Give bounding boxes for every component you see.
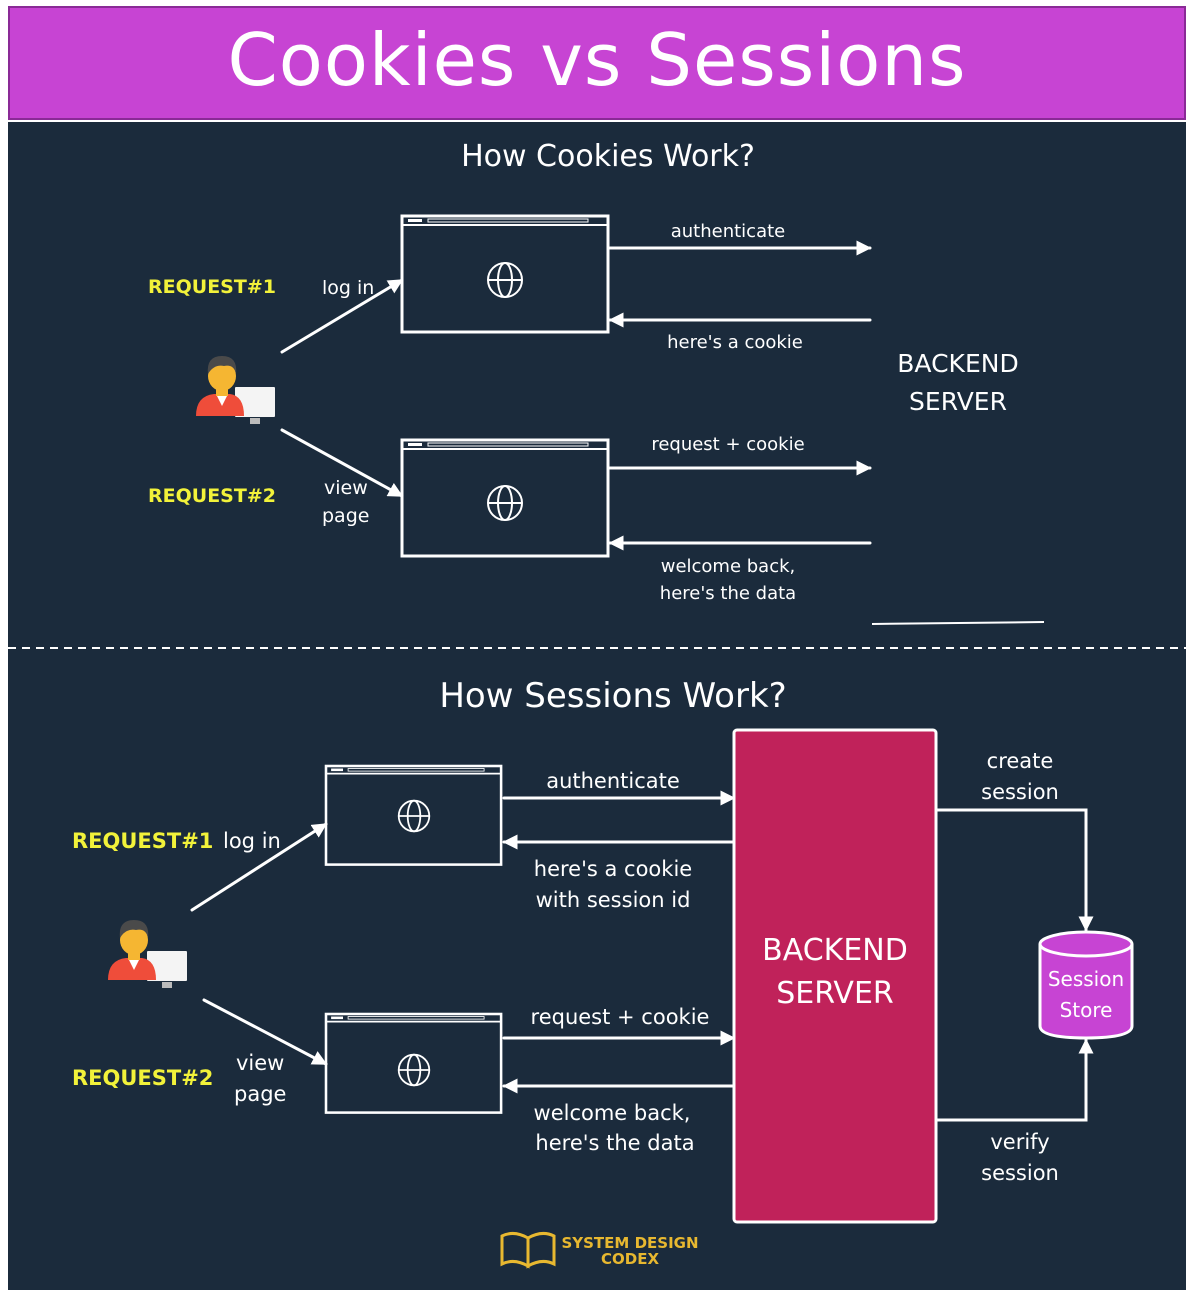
sessions-welcome-label-2: here's the data [535, 1131, 694, 1155]
create-session-label-1: create [987, 749, 1054, 773]
create-session-arrow [934, 808, 1094, 932]
cookies-request-cookie-label: request + cookie [651, 434, 804, 455]
sessions-login-arrow [190, 822, 328, 912]
globe-icon [487, 262, 523, 298]
cookies-request1-label: REQUEST#1 [148, 276, 276, 298]
cookies-login-arrow [280, 278, 404, 354]
cookies-login-label: log in [322, 277, 374, 299]
verify-session-arrow [934, 1038, 1094, 1122]
logo-line-2: CODEX [601, 1250, 659, 1268]
cookies-heading: How Cookies Work? [461, 139, 755, 174]
sessions-backend-server-box [732, 728, 938, 1224]
sessions-server-label-1: BACKEND [762, 933, 908, 968]
create-session-label-2: session [981, 780, 1059, 804]
sessions-browser-2 [324, 1012, 503, 1114]
session-store-label-2: Store [1060, 998, 1113, 1022]
sessions-welcome-label-1: welcome back, [534, 1101, 691, 1125]
cookies-user-icon [195, 355, 277, 425]
verify-session-label-2: session [981, 1161, 1059, 1185]
open-book-icon [500, 1231, 556, 1269]
diagram-board: How Cookies Work? REQUEST#1 REQUEST#2 lo… [8, 122, 1186, 1290]
session-store-label-1: Session [1048, 967, 1124, 991]
cookies-server-label-2: SERVER [909, 387, 1007, 416]
title-banner: Cookies vs Sessions [8, 6, 1186, 120]
sessions-server-label-2: SERVER [776, 976, 894, 1011]
sessions-cookie-label-1: here's a cookie [534, 857, 692, 881]
cookies-browser-1 [400, 214, 610, 334]
cookies-welcome-label-1: welcome back, [661, 556, 796, 577]
cookies-welcome-label-2: here's the data [660, 583, 796, 604]
sessions-authenticate-label: authenticate [546, 769, 680, 793]
cookies-view-label-2: page [322, 505, 369, 527]
page-title: Cookies vs Sessions [227, 18, 967, 102]
session-store-cylinder [1038, 930, 1134, 1040]
sessions-view-arrow [202, 998, 328, 1066]
sessions-request2-label: REQUEST#2 [72, 1066, 213, 1090]
cookies-server-label-1: BACKEND [897, 349, 1018, 378]
sessions-view-label-2: page [234, 1082, 286, 1106]
globe-icon [487, 485, 523, 521]
sessions-request-cookie-label: request + cookie [531, 1005, 710, 1029]
logo-line-1: SYSTEM DESIGN [561, 1234, 698, 1252]
cookies-view-arrow [280, 428, 404, 498]
sessions-login-label: log in [223, 829, 281, 853]
sessions-view-label-1: view [236, 1051, 284, 1075]
sessions-user-icon [107, 919, 189, 989]
cookies-authenticate-label: authenticate [671, 221, 786, 242]
sessions-cookie-label-2: with session id [536, 888, 691, 912]
cookies-underline [871, 621, 1045, 625]
globe-icon [397, 1053, 431, 1087]
sessions-heading: How Sessions Work? [439, 676, 786, 716]
cookies-view-label-1: view [324, 477, 368, 499]
sessions-request1-label: REQUEST#1 [72, 829, 213, 853]
cookies-cookie-label: here's a cookie [667, 332, 803, 353]
globe-icon [397, 799, 431, 833]
cookies-request2-label: REQUEST#2 [148, 485, 276, 507]
diagram-canvas: How Cookies Work? REQUEST#1 REQUEST#2 lo… [8, 139, 1186, 1269]
cookies-browser-2 [400, 438, 610, 558]
verify-session-label-1: verify [990, 1130, 1049, 1154]
